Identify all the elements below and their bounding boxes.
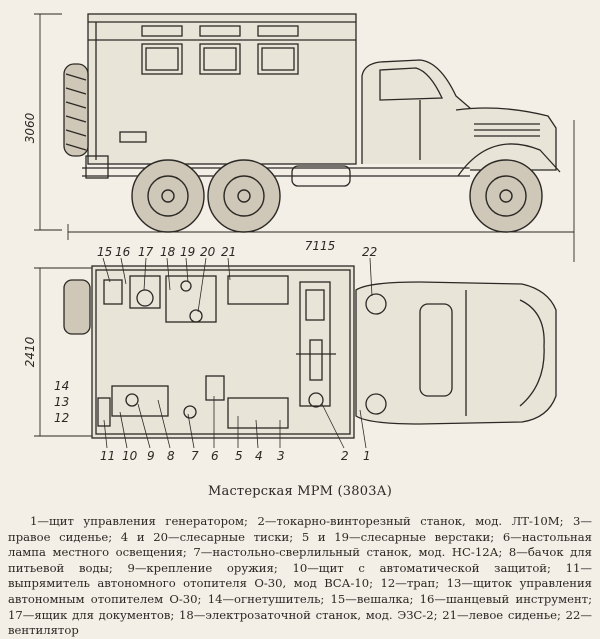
callout-20: 20 [200,245,216,259]
callout-13: 13 [54,395,69,409]
callout-15: 15 [97,245,112,259]
figure-legend: 1—щит управления генератором; 2—токарно-… [8,514,592,639]
cab [361,59,561,177]
dimension-width: 2410 [23,336,37,367]
callout-19: 19 [180,245,195,259]
callout-10: 10 [122,449,138,463]
wheels-side [131,159,543,233]
side-view [63,13,561,233]
callouts-bottom: 11 10 9 8 7 6 5 4 3 2 1 [100,449,371,463]
truck-drawing: 3060 7115 2410 15 16 17 18 19 20 21 22 1… [23,13,575,463]
callouts-left: 14 13 12 [54,379,69,425]
plan-view [63,265,557,439]
callout-5: 5 [235,449,243,463]
van-windows [141,25,299,75]
rear-spare-wheel [63,63,89,157]
van-floor-plan [91,265,355,439]
callouts-top: 15 16 17 18 19 20 21 22 [97,245,377,259]
callout-6: 6 [211,449,219,463]
dimension-lines [34,13,575,437]
callout-1: 1 [363,449,371,463]
callout-17: 17 [138,245,154,259]
callout-18: 18 [160,245,176,259]
callout-3: 3 [277,449,285,463]
legend-text: 1—щит управления генератором; 2—токарно-… [8,514,592,638]
callout-14: 14 [54,379,69,393]
callout-11: 11 [100,449,115,463]
figure-caption: Мастерская МРМ (3803А) [207,484,392,499]
callout-12: 12 [54,411,69,425]
callout-21: 21 [221,245,236,259]
callout-2: 2 [341,449,349,463]
dimension-height: 3060 [23,112,37,143]
callout-9: 9 [147,449,155,463]
van-body [87,13,357,165]
callout-22: 22 [362,245,377,259]
callout-4: 4 [255,449,263,463]
callout-8: 8 [167,449,175,463]
dimension-length: 7115 [305,239,336,253]
callout-7: 7 [191,449,199,463]
leader-lines [102,257,373,449]
callout-16: 16 [115,245,131,259]
